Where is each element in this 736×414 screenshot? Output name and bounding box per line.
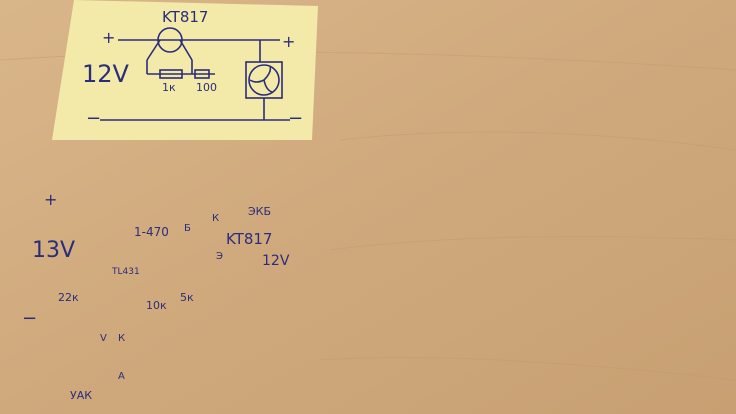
bottom-voltage-in-label: 13V (32, 238, 76, 263)
bottom-voltage-out-label: 12V (262, 253, 290, 269)
bottom-resistor-right-label: 5к (180, 291, 194, 304)
top-plus-right: + (282, 32, 296, 51)
top-paper-schematic (52, 0, 318, 140)
bottom-resistor-top-label: 1-470 (134, 225, 169, 239)
bottom-collector-pin: К (212, 213, 220, 224)
bottom-pinout-k: К (118, 333, 126, 344)
bottom-emitter-pin: Э (216, 251, 223, 262)
bottom-base-pin: Б (184, 223, 191, 234)
bottom-plus: + (44, 190, 58, 209)
bottom-regulator-label: TL431 (112, 267, 140, 277)
bottom-minus: − (22, 308, 38, 329)
top-plus-left: + (102, 28, 116, 47)
bottom-pinout-v: V (100, 333, 107, 344)
bottom-resistor-mid-label: 10к (146, 299, 167, 312)
bottom-pinout-left-label: УАК (70, 389, 93, 402)
bottom-pinout-a: А (118, 371, 125, 382)
bottom-pin-labels: ЭКБ (248, 205, 272, 218)
top-minus-right: − (288, 108, 304, 129)
top-transistor-label: KT817 (162, 8, 209, 26)
top-resistor-2-label: 100 (196, 81, 217, 94)
top-resistor-1-label: 1к (162, 81, 176, 94)
top-minus-left: − (86, 108, 102, 129)
bottom-transistor-label: KT817 (226, 230, 273, 248)
top-voltage-label: 12V (82, 60, 129, 88)
bottom-resistor-left-label: 22к (58, 291, 79, 304)
